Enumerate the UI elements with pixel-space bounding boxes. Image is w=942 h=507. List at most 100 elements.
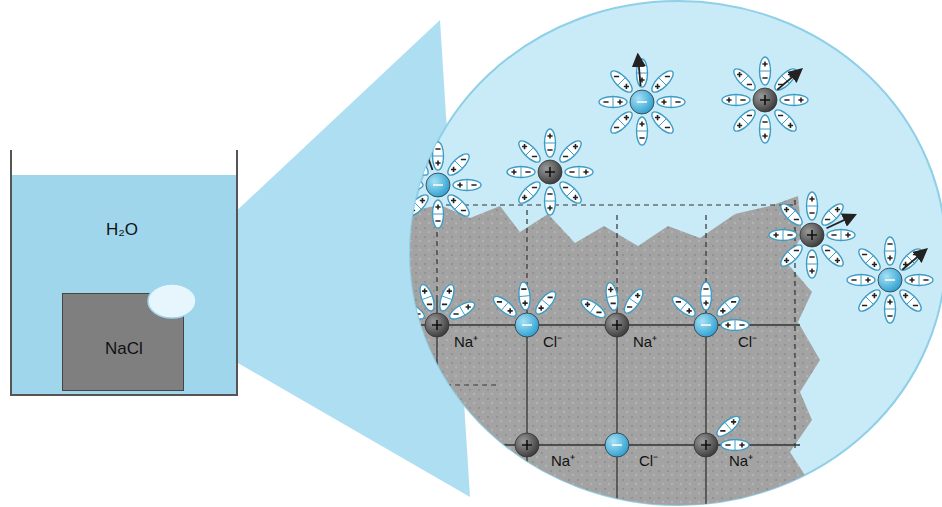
charge-sign [847,232,849,237]
charge-sign [809,212,814,214]
sodium-ion [397,283,477,337]
water-molecule [772,107,800,135]
charge-sign [569,171,574,173]
water-dipole [507,167,535,178]
charge-sign [837,207,839,212]
charge-sign [675,101,680,103]
chloride-ion [599,56,685,145]
charge-sign [563,156,568,158]
charge-sign [775,232,777,237]
dipole-divider [414,202,422,210]
water-dipole [565,167,593,178]
water-molecule [608,68,636,96]
charge-sign [913,305,918,307]
dipole-divider [526,189,534,197]
water-dipole [516,138,544,166]
water-molecule [885,295,896,323]
charge-sign [739,72,741,77]
dipole-divider [459,306,465,316]
charge-sign [547,193,552,195]
water-dipole [819,201,847,229]
water-molecule [621,287,646,316]
water-molecule [557,138,585,166]
ion-sphere [605,433,629,457]
dipole-divider [541,299,549,306]
charge-sign [614,76,619,78]
charge-sign [786,207,788,212]
charge-sign [563,187,568,189]
water-dipole [731,66,759,94]
charge-sign [548,297,553,299]
charge-sign [905,293,907,298]
charge-sign [688,308,690,313]
charge-sign [549,205,551,210]
water-molecule [433,200,444,228]
water-molecule [579,296,608,321]
ion-sphere [538,160,562,184]
dipole-divider [567,189,575,197]
dipole-divider [467,180,468,191]
charge-sign [453,313,458,315]
charge-sign [526,440,528,450]
charge-sign [587,302,589,307]
charge-sign [831,234,836,236]
dipole-divider [735,440,736,451]
charge-sign [549,133,551,138]
charge-sign [862,305,867,307]
water-molecule [807,192,818,220]
charge-sign [887,243,892,245]
charge-sign [497,301,502,303]
dipole-divider [885,309,896,310]
dipole-divider [741,76,749,84]
water-molecule [760,57,771,85]
charge-sign [436,320,438,330]
water-molecule [657,97,685,108]
charge-sign [610,287,612,292]
node-label: H₂O [106,220,138,240]
water-molecule [760,115,771,143]
water-molecule [545,129,556,157]
water-dipole [905,275,933,286]
water-molecule [445,192,473,220]
ion-sphere [694,433,718,457]
charge-sign [521,288,526,290]
charge-sign [739,324,744,326]
charge-sign [596,312,601,314]
sodium-ion [694,413,749,457]
water-dipole [433,142,444,170]
charge-sign [611,303,616,305]
charge-sign [524,195,526,200]
charge-sign [720,430,725,432]
charge-sign [532,156,537,158]
charge-sign [731,301,736,303]
water-dipole [897,287,925,315]
charge-sign [657,84,659,89]
dipole-divider [414,161,422,169]
water-dipole [780,95,808,106]
water-molecule [721,440,749,451]
motion-arrow [777,70,800,89]
water-dipole [579,296,608,321]
dipole-divider [519,295,530,297]
dipole-divider [409,180,410,191]
water-molecule [897,287,925,315]
ion-sphere [425,313,449,337]
charge-sign [616,320,618,330]
water-molecule [404,192,432,220]
charge-sign [509,308,511,313]
charge-sign [725,444,730,446]
water-molecule [649,109,677,137]
water-molecule [778,242,806,270]
ion-label: Na⁺ [549,452,577,469]
charge-sign [657,115,659,120]
dipole-divider [433,156,444,157]
dipole-divider [442,296,452,300]
charge-sign [403,306,408,308]
water-molecule [847,275,875,286]
water-dipole [445,192,473,220]
charge-sign [575,195,577,200]
charge-sign [811,268,813,273]
chloride-ion [847,237,933,323]
charge-sign [762,77,767,79]
charge-sign [453,198,455,203]
